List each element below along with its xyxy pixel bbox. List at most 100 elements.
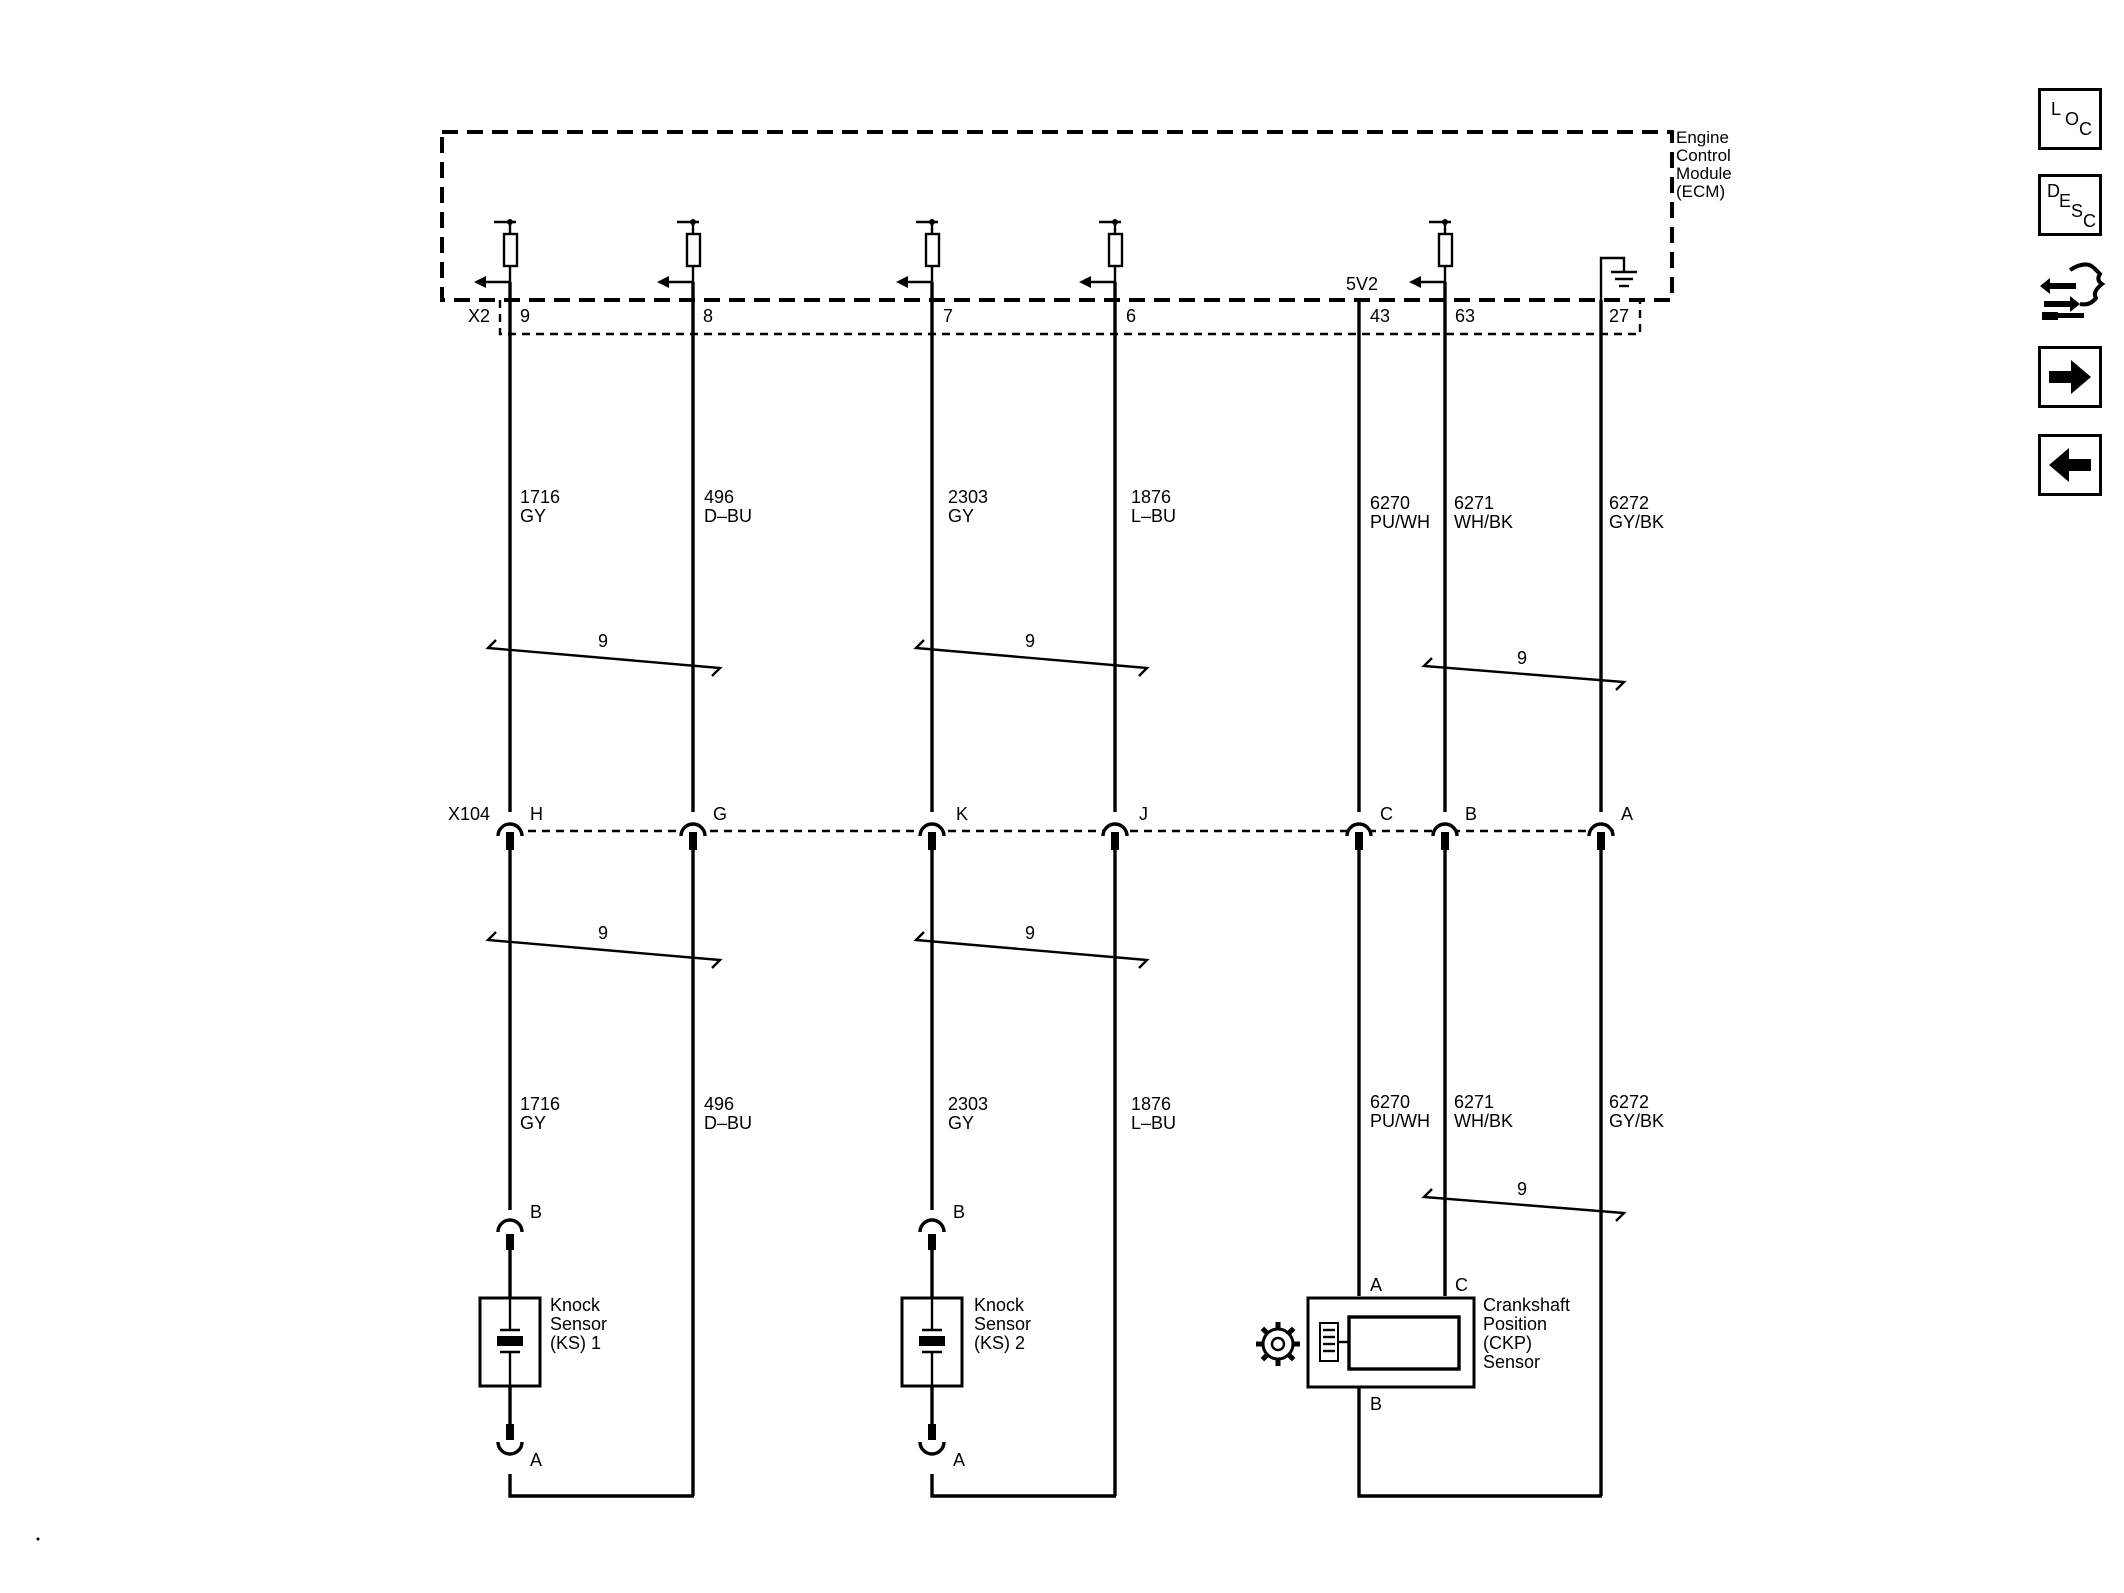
ckp-name-line1: Crankshaft bbox=[1483, 1295, 1570, 1315]
twisted-pair-markers bbox=[485, 639, 1627, 1222]
circuit-1716-color-lower: GY bbox=[520, 1113, 546, 1133]
ecm-title-line1: Engine bbox=[1676, 128, 1729, 147]
circuit-2303-color-lower: GY bbox=[948, 1113, 974, 1133]
twist-label-ks1-lower: 9 bbox=[598, 923, 608, 943]
desc-letter-c: C bbox=[2083, 211, 2096, 231]
x104-pin-c: C bbox=[1380, 804, 1393, 824]
desc-letter-s: S bbox=[2071, 201, 2083, 221]
loc-button[interactable]: L O C bbox=[2038, 88, 2102, 150]
circuit-6272-number: 6272 bbox=[1609, 493, 1649, 513]
x104-connector-terminals bbox=[496, 822, 1615, 850]
circuit-496-number: 496 bbox=[704, 487, 734, 507]
ckp-pin-c: C bbox=[1455, 1275, 1468, 1295]
circuit-496-number-lower: 496 bbox=[704, 1094, 734, 1114]
prev-button[interactable] bbox=[2038, 434, 2102, 496]
ecm-pin-63: 63 bbox=[1455, 306, 1475, 326]
loc-letter-c: C bbox=[2079, 119, 2092, 139]
twist-label-ckp-upper: 9 bbox=[1517, 648, 1527, 668]
ks1-name-line1: Knock bbox=[550, 1295, 601, 1315]
x104-pin-g: G bbox=[713, 804, 727, 824]
desc-letter-d: D bbox=[2047, 181, 2060, 201]
circuit-6272-number-lower: 6272 bbox=[1609, 1092, 1649, 1112]
desc-button[interactable]: D E S C bbox=[2038, 174, 2102, 236]
ecm-pin-27: 27 bbox=[1609, 306, 1629, 326]
ckp-pin-a: A bbox=[1370, 1275, 1382, 1295]
gear-icon bbox=[1256, 1322, 1300, 1366]
ecm-pin-6: 6 bbox=[1126, 306, 1136, 326]
connector-button[interactable] bbox=[2036, 258, 2108, 324]
circuit-1716-color: GY bbox=[520, 506, 546, 526]
ks1-name-line2: Sensor bbox=[550, 1314, 607, 1334]
ks1-pin-a: A bbox=[530, 1450, 542, 1470]
ckp-name-line3: (CKP) bbox=[1483, 1333, 1532, 1353]
circuit-6271-color-lower: WH/BK bbox=[1454, 1111, 1513, 1131]
wires bbox=[508, 282, 1603, 1498]
twist-label-ks1-upper: 9 bbox=[598, 631, 608, 651]
next-button[interactable] bbox=[2038, 346, 2102, 408]
circuit-1876-number-lower: 1876 bbox=[1131, 1094, 1171, 1114]
ckp-name-line2: Position bbox=[1483, 1314, 1547, 1334]
x104-pin-k: K bbox=[956, 804, 968, 824]
circuit-6271-number-lower: 6271 bbox=[1454, 1092, 1494, 1112]
ecm-title-line3: Module bbox=[1676, 164, 1732, 183]
arrow-left-icon bbox=[2049, 448, 2091, 482]
loc-letter-o: O bbox=[2065, 109, 2079, 129]
ckp-name-line4: Sensor bbox=[1483, 1352, 1540, 1372]
circuit-6272-color: GY/BK bbox=[1609, 512, 1664, 532]
circuit-1876-number: 1876 bbox=[1131, 487, 1171, 507]
circuit-6270-number: 6270 bbox=[1370, 493, 1410, 513]
knock-sensor-1 bbox=[478, 1218, 542, 1456]
circuit-1876-color-lower: L–BU bbox=[1131, 1113, 1176, 1133]
ks1-name-line3: (KS) 1 bbox=[550, 1333, 601, 1353]
x104-connector-label: X104 bbox=[448, 804, 490, 824]
ecm-internal-circuits bbox=[474, 219, 1637, 300]
circuit-496-color: D–BU bbox=[704, 506, 752, 526]
loc-letter-l: L bbox=[2051, 99, 2061, 119]
arrow-right-icon bbox=[2049, 360, 2091, 394]
ecm-pin-43: 43 bbox=[1370, 306, 1390, 326]
circuit-6272-color-lower: GY/BK bbox=[1609, 1111, 1664, 1131]
twist-label-ckp-lower: 9 bbox=[1517, 1179, 1527, 1199]
twist-label-ks2-upper: 9 bbox=[1025, 631, 1035, 651]
ks2-name-line2: Sensor bbox=[974, 1314, 1031, 1334]
circuit-1876-color: L–BU bbox=[1131, 506, 1176, 526]
ks1-pin-b: B bbox=[530, 1202, 542, 1222]
x104-pin-j: J bbox=[1139, 804, 1148, 824]
corner-dot bbox=[36, 1537, 40, 1541]
ecm-pin-8: 8 bbox=[703, 306, 713, 326]
circuit-6270-color-lower: PU/WH bbox=[1370, 1111, 1430, 1131]
ckp-pin-b: B bbox=[1370, 1394, 1382, 1414]
connector-icon bbox=[2040, 262, 2106, 320]
ks2-pin-a: A bbox=[953, 1450, 965, 1470]
circuit-6271-number: 6271 bbox=[1454, 493, 1494, 513]
ecm-supply-label: 5V2 bbox=[1346, 274, 1378, 294]
loc-icon: L O C bbox=[2051, 99, 2092, 139]
desc-letter-e: E bbox=[2059, 191, 2071, 211]
circuit-2303-number: 2303 bbox=[948, 487, 988, 507]
ks2-name-line1: Knock bbox=[974, 1295, 1025, 1315]
x104-pin-h: H bbox=[530, 804, 543, 824]
ks2-name-line3: (KS) 2 bbox=[974, 1333, 1025, 1353]
crankshaft-position-sensor bbox=[1306, 1296, 1476, 1389]
x104-pin-a: A bbox=[1621, 804, 1633, 824]
circuit-6271-color: WH/BK bbox=[1454, 512, 1513, 532]
ks2-pin-b: B bbox=[953, 1202, 965, 1222]
ecm-connector-x2-boundary bbox=[498, 300, 1642, 336]
ecm-module-boundary bbox=[440, 130, 1674, 302]
circuit-2303-color: GY bbox=[948, 506, 974, 526]
ecm-title-line4: (ECM) bbox=[1676, 182, 1725, 201]
ecm-pin-9: 9 bbox=[520, 306, 530, 326]
knock-sensor-2 bbox=[900, 1218, 964, 1456]
circuit-496-color-lower: D–BU bbox=[704, 1113, 752, 1133]
circuit-2303-number-lower: 2303 bbox=[948, 1094, 988, 1114]
ecm-connector-x2-label: X2 bbox=[468, 306, 490, 326]
ecm-pin-7: 7 bbox=[943, 306, 953, 326]
desc-icon: D E S C bbox=[2047, 181, 2096, 231]
twist-label-ks2-lower: 9 bbox=[1025, 923, 1035, 943]
circuit-6270-color: PU/WH bbox=[1370, 512, 1430, 532]
ecm-title-line2: Control bbox=[1676, 146, 1731, 165]
circuit-6270-number-lower: 6270 bbox=[1370, 1092, 1410, 1112]
x104-pin-b: B bbox=[1465, 804, 1477, 824]
circuit-1716-number-lower: 1716 bbox=[520, 1094, 560, 1114]
